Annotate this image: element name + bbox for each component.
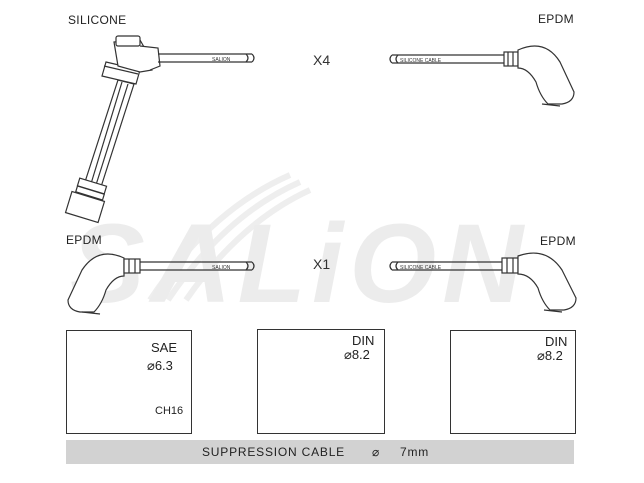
epdm-boot-mid-left <box>67 253 141 315</box>
terminal-box-din-b: DIN ⌀8.2 <box>450 330 576 434</box>
suppression-cable-bar: SUPPRESSION CABLE ⌀ 7mm <box>66 440 574 464</box>
watermark-swoosh <box>147 172 312 302</box>
quantity-mid: X1 <box>313 256 331 272</box>
label-epdm-top-right: EPDM <box>538 12 574 26</box>
cable-top-left <box>158 53 255 63</box>
terminal-box-sae: SAE ⌀6.3 CH16 <box>66 330 192 434</box>
cable-print-mid-left: SALION <box>212 265 231 271</box>
din-a-size: ⌀8.2 <box>344 347 370 362</box>
cable-print-top-left: SALION <box>212 57 231 63</box>
terminal-box-din-a: DIN ⌀8.2 <box>257 329 385 434</box>
sae-title: SAE <box>151 340 178 355</box>
silicone-boot-straight <box>64 35 161 224</box>
cable-diameter-value: 7mm <box>400 445 430 459</box>
din-b-size: ⌀8.2 <box>537 348 563 363</box>
label-epdm-mid-right: EPDM <box>540 234 576 248</box>
sae-size: ⌀6.3 <box>147 358 173 373</box>
label-silicone: SILICONE <box>68 13 127 27</box>
suppression-cable-label: SUPPRESSION CABLE <box>202 445 345 459</box>
watermark-text: SALiON <box>70 201 529 326</box>
epdm-boot-top-right <box>503 45 575 107</box>
cable-print-mid-right: SILICONE CABLE <box>400 265 442 271</box>
diameter-symbol: ⌀ <box>372 445 381 459</box>
cable-mid-left <box>140 261 255 271</box>
sae-code: CH16 <box>155 405 184 417</box>
label-epdm-mid-left: EPDM <box>66 233 102 247</box>
cable-top-right <box>389 54 505 64</box>
epdm-boot-mid-right <box>501 252 577 313</box>
din-a-title: DIN <box>352 333 375 348</box>
quantity-top: X4 <box>313 52 331 68</box>
din-b-title: DIN <box>545 334 568 349</box>
cable-print-top-right: SILICONE CABLE <box>400 58 442 64</box>
cable-mid-right <box>389 261 503 271</box>
